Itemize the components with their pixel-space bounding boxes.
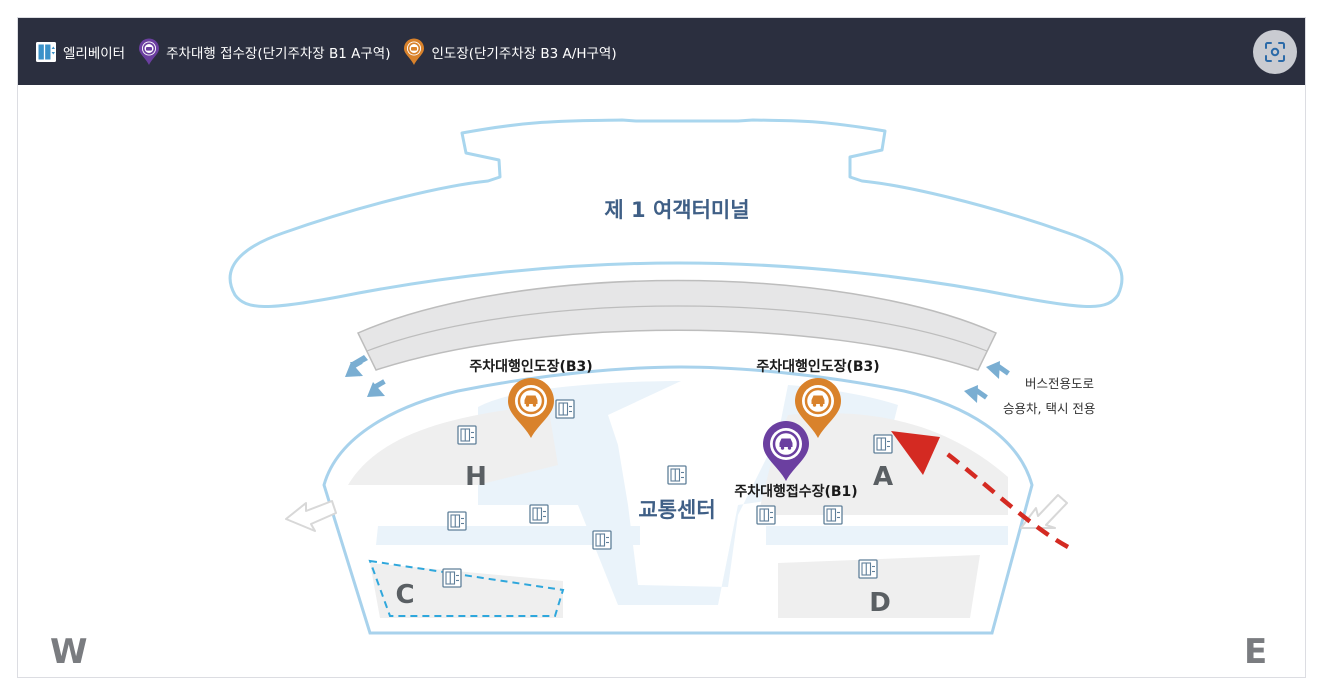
compass-west-label: W bbox=[50, 632, 88, 672]
west-exit-arrow bbox=[285, 500, 337, 532]
road-direction-arrow-east bbox=[964, 361, 1010, 403]
zone-c-boundary bbox=[368, 559, 565, 617]
zone-h-label: H bbox=[465, 462, 487, 492]
car-taxi-road-note: 승용차, 택시 전용 bbox=[1003, 401, 1095, 416]
compass-east-label: E bbox=[1244, 632, 1267, 672]
zone-c-label: C bbox=[395, 580, 414, 610]
focus-fit-icon bbox=[1263, 40, 1287, 64]
terminal-map[interactable]: 제 1 여객터미널 H A C D bbox=[18, 85, 1305, 677]
elevator-marker-9[interactable] bbox=[823, 505, 843, 525]
parking-map-panel: 엘리베이터 주차대행 접수장(단기주차장 B1 A구역) bbox=[17, 17, 1306, 678]
entry-route-arrow bbox=[891, 431, 1070, 549]
valet-pickup-pin-icon bbox=[403, 38, 425, 66]
elevator-marker-6[interactable] bbox=[592, 530, 612, 550]
elevator-marker-2[interactable] bbox=[457, 425, 477, 445]
transport-center-label: 교통센터 bbox=[638, 498, 715, 522]
elevator-marker-11[interactable] bbox=[858, 559, 878, 579]
terminal-road-band bbox=[356, 279, 998, 371]
legend-label-valet-dropoff: 주차대행 접수장(단기주차장 B1 A구역) bbox=[166, 45, 391, 62]
bus-road-note: 버스전용도로 bbox=[1025, 376, 1094, 391]
elevator-marker-3[interactable] bbox=[667, 465, 687, 485]
east-entry-arrow bbox=[1020, 494, 1068, 529]
legend-label-valet-pickup: 인도장(단기주차장 B3 A/H구역) bbox=[431, 45, 617, 62]
valet-pickup-label-west: 주차대행인도장(B3) bbox=[469, 358, 592, 375]
terminal-building bbox=[228, 118, 1124, 308]
road-direction-arrow-west bbox=[345, 355, 386, 397]
legend-valet-dropoff: 주차대행 접수장(단기주차장 B1 A구역) bbox=[138, 38, 390, 66]
zone-a-label: A bbox=[873, 462, 893, 492]
valet-pickup-label-east: 주차대행인도장(B3) bbox=[756, 358, 879, 375]
legend-elevator: 엘리베이터 bbox=[35, 41, 125, 63]
elevator-marker-4[interactable] bbox=[447, 511, 467, 531]
focus-fit-button[interactable] bbox=[1253, 30, 1297, 74]
elevator-icon bbox=[35, 41, 57, 63]
elevator-marker-5[interactable] bbox=[529, 504, 549, 524]
legend-bar: 엘리베이터 주차대행 접수장(단기주차장 B1 A구역) bbox=[18, 18, 1305, 85]
elevator-marker-8[interactable] bbox=[756, 505, 776, 525]
valet-dropoff-label: 주차대행접수장(B1) bbox=[734, 483, 857, 500]
elevator-marker-1[interactable] bbox=[555, 399, 575, 419]
terminal-title: 제 1 여객터미널 bbox=[604, 198, 749, 222]
elevator-marker-10[interactable] bbox=[873, 434, 893, 454]
elevator-marker-7[interactable] bbox=[442, 568, 462, 588]
zone-d-label: D bbox=[869, 588, 891, 618]
legend-label-elevator: 엘리베이터 bbox=[63, 45, 126, 62]
legend-valet-pickup: 인도장(단기주차장 B3 A/H구역) bbox=[403, 38, 617, 66]
valet-dropoff-pin-icon bbox=[138, 38, 160, 66]
